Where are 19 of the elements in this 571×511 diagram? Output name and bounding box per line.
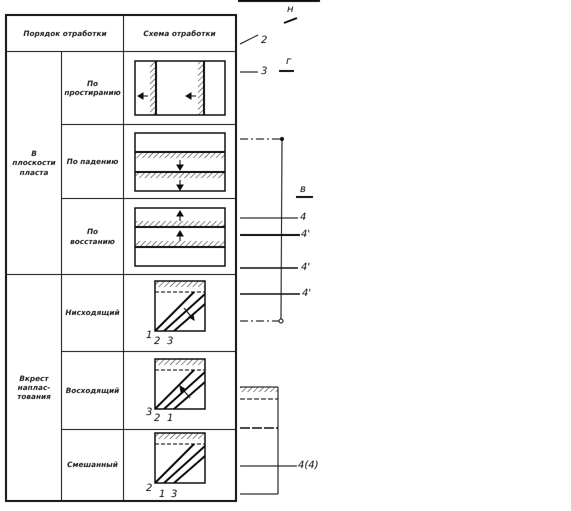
scheme-number: 1 xyxy=(159,490,166,500)
scheme-number: 3 xyxy=(167,337,174,347)
scheme-number: 1 xyxy=(167,414,174,424)
scheme-number: 3 xyxy=(146,408,152,418)
part-label: 2 xyxy=(261,36,268,46)
part-label: 4(4) xyxy=(298,461,319,471)
part-label: 3 xyxy=(261,67,268,77)
part-label: г xyxy=(286,57,292,67)
scheme-number: 2 xyxy=(154,414,160,424)
scheme-number: 2 xyxy=(146,484,152,494)
part-label: н xyxy=(287,5,294,15)
scheme-number: 2 xyxy=(154,337,160,347)
part-label: в xyxy=(300,185,306,195)
part-label: 4' xyxy=(301,263,310,273)
scheme-number: 3 xyxy=(171,490,178,500)
part-label: 4 xyxy=(300,213,306,223)
part-label: 4' xyxy=(302,289,312,299)
scheme-number: 1 xyxy=(146,331,152,341)
part-label: 4' xyxy=(301,230,310,240)
